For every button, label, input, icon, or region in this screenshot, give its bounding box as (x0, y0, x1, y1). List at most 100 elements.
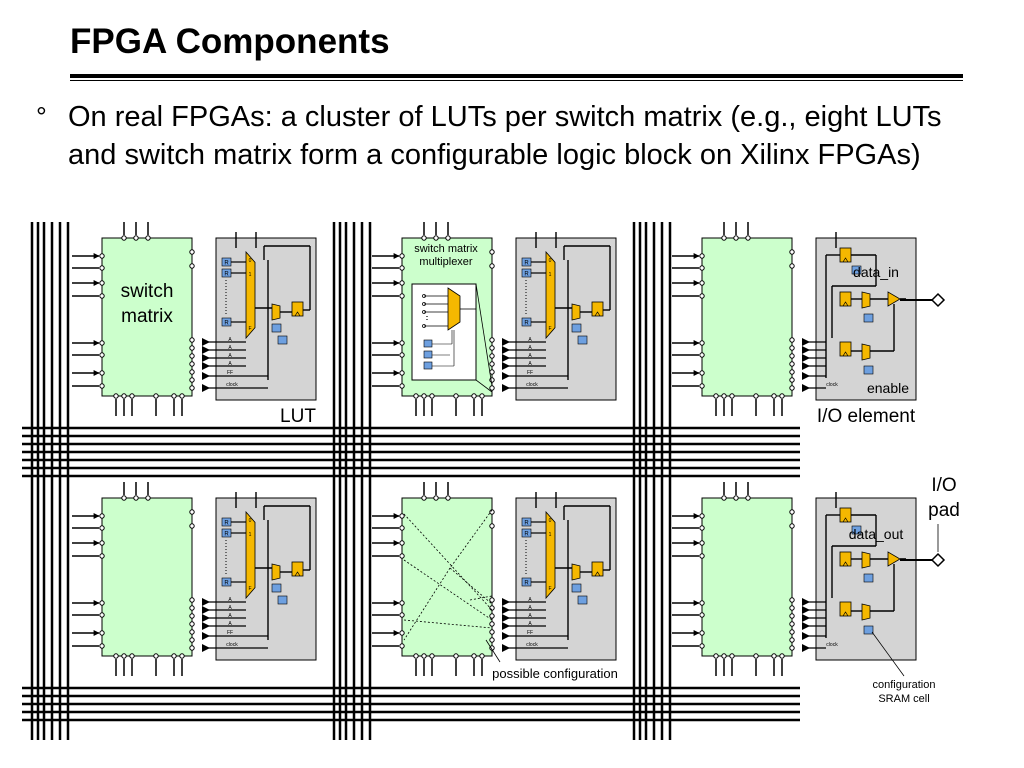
switch-matrix-label-line2: matrix (121, 306, 173, 327)
input-arrow (802, 346, 810, 354)
clock-edge (594, 311, 601, 317)
pin (789, 337, 795, 343)
pin (479, 393, 485, 399)
pin (789, 605, 795, 611)
sram-cell-letter: R (524, 581, 529, 587)
multiplexer (861, 603, 871, 621)
sram-cell (277, 595, 288, 605)
pin (99, 553, 105, 559)
input-arrow (502, 614, 510, 622)
lut-clock-label: clock (526, 382, 538, 388)
input-arrow (802, 614, 810, 622)
io-clock-label: clock (826, 382, 838, 388)
pin (789, 629, 795, 635)
input-arrow (802, 362, 810, 370)
input-arrow (802, 338, 810, 346)
multiplexer (861, 343, 871, 361)
switch-matrix-multiplexer-label-line1: switch matrix (414, 243, 478, 255)
pin (189, 249, 195, 255)
sram-cell (571, 583, 582, 593)
pin (189, 361, 195, 367)
lut-mux-pin-label: 0 (549, 518, 552, 524)
pin (489, 523, 495, 529)
sram-cell (863, 365, 874, 375)
pin (171, 653, 177, 659)
pin (713, 393, 719, 399)
switch-matrix-label-line1: switch (121, 281, 174, 302)
clock-edge (842, 351, 849, 357)
input-arrow (202, 384, 210, 392)
pin (113, 393, 119, 399)
pin (699, 383, 705, 389)
pin (433, 235, 439, 241)
pin (399, 370, 405, 376)
clock-edge (294, 571, 301, 577)
pin (413, 393, 419, 399)
lut-input-pin-label: A (528, 353, 532, 359)
switch-matrix (672, 482, 795, 676)
input-arrow (202, 598, 210, 606)
multiplexer (271, 303, 281, 321)
pin (429, 393, 435, 399)
sram-cell-letter: R (224, 272, 229, 278)
pin (429, 653, 435, 659)
pin (99, 340, 105, 346)
pin (733, 235, 739, 241)
pin (399, 265, 405, 271)
switch-matrix-multiplexer-inset (411, 283, 493, 393)
pin (729, 653, 735, 659)
pin (133, 235, 139, 241)
pin (453, 653, 459, 659)
switch-matrix-box (701, 497, 793, 657)
switch-matrix-box (101, 497, 193, 657)
pin (789, 385, 795, 391)
input-arrow (502, 362, 510, 370)
pin (471, 653, 477, 659)
io-pad-bottom (900, 552, 946, 568)
pin (99, 253, 105, 259)
io-element-block: clock (802, 492, 917, 661)
pin (121, 235, 127, 241)
pin (699, 540, 705, 546)
flip-flop (839, 247, 852, 263)
pin (699, 265, 705, 271)
pin (399, 643, 405, 649)
lut-input-pin-label: A (528, 597, 532, 603)
sram-cell-letter: R (224, 321, 229, 327)
input-arrow (502, 598, 510, 606)
pin (413, 653, 419, 659)
pin (399, 352, 405, 358)
pin (421, 235, 427, 241)
pin (99, 600, 105, 606)
pin (189, 377, 195, 383)
switch-matrix (72, 482, 195, 676)
sram-cell (863, 313, 874, 323)
clock-edge (594, 571, 601, 577)
pin (113, 653, 119, 659)
sram-cell (271, 323, 282, 333)
enable-label: enable (867, 380, 909, 396)
pin (789, 523, 795, 529)
pin (721, 495, 727, 501)
clock-edge (842, 257, 849, 263)
slide-title: FPGA Components (70, 22, 390, 61)
bullet-text: On real FPGAs: a cluster of LUTs per swi… (68, 101, 942, 171)
lut-mux-pin-label: F (248, 326, 251, 332)
sram-cell (571, 323, 582, 333)
lut-mux-pin-label: F (248, 586, 251, 592)
input-arrow (202, 622, 210, 630)
pin (99, 540, 105, 546)
pin (189, 345, 195, 351)
pin (753, 653, 759, 659)
possible-configuration-label: possible configuration (492, 666, 618, 681)
lut-input-pin-label: A (228, 597, 232, 603)
pin (789, 263, 795, 269)
routing-channel-horizontal-middle (22, 426, 800, 478)
lut-input-pin-label: A (528, 361, 532, 367)
input-arrow (502, 606, 510, 614)
lut-ff-label: FF (227, 370, 233, 376)
pin (99, 630, 105, 636)
pin (789, 361, 795, 367)
sram-cell-letter: R (224, 521, 229, 527)
lut-input-pin-label: A (528, 337, 532, 343)
